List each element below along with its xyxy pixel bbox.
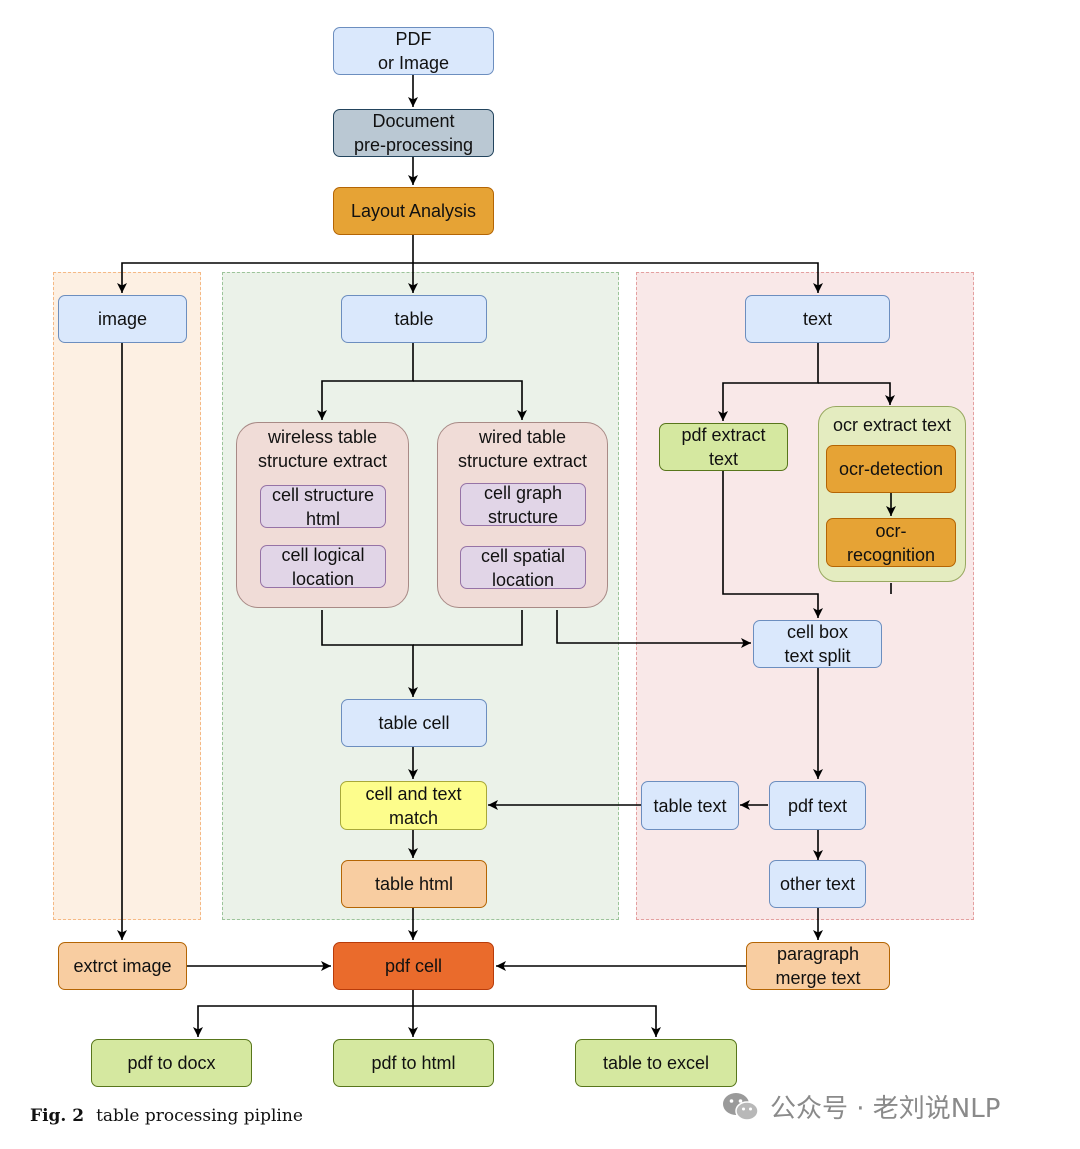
wechat-icon (723, 1092, 759, 1121)
cell-structure-html-node: cell structure html (260, 485, 386, 529)
cell-spatial-location-node: cell spatial location (460, 546, 586, 590)
edge-wired-to-cell-box-split (556, 610, 751, 648)
pdf-text-node: pdf text (769, 781, 866, 830)
wireless-group-title: wireless table structure extract (257, 427, 388, 471)
table-to-excel-node: table to excel (575, 1039, 737, 1087)
pdf-cell-node: pdf cell (333, 942, 494, 990)
edge-wired-to-table-cell (413, 610, 523, 646)
edge-table-to-wireless (317, 343, 414, 420)
paragraph-merge-text-node: paragraph merge text (746, 942, 890, 990)
table-text-node: table text (641, 781, 739, 830)
table-html-node: table html (341, 860, 487, 908)
edge-layout-to-image (117, 262, 413, 293)
wired-group-title: wired table structure extract (457, 427, 588, 471)
other-text-node: other text (769, 860, 866, 908)
image-region (53, 272, 201, 920)
edge-layout-to-text (413, 262, 823, 293)
edge-table-to-wired (413, 380, 527, 420)
pdf-extract-text-node: pdf extract text (659, 423, 788, 471)
extract-image-node: extrct image (58, 942, 187, 990)
table-node: table (341, 295, 487, 343)
pdf-or-image-node: PDF or Image (333, 27, 494, 75)
edge-wireless-to-table-cell (321, 610, 418, 697)
cell-graph-structure-node: cell graph structure (460, 483, 586, 527)
edge-pdf-cell-to-docx (193, 1005, 413, 1037)
document-preprocessing-node: Document pre-processing (333, 109, 494, 157)
cell-logical-location-node: cell logical location (260, 545, 386, 589)
cell-box-text-split-node: cell box text split (753, 620, 882, 668)
watermark-text: 公众号 · 老刘说NLP (770, 1094, 1001, 1124)
figure-label: Fig. 2 (30, 1106, 85, 1126)
image-node: image (58, 295, 187, 343)
text-node: text (745, 295, 890, 343)
cell-and-text-match-node: cell and text match (340, 781, 487, 830)
ocr-recognition-node: ocr- recognition (826, 518, 956, 567)
edge-text-to-ocr (818, 382, 895, 405)
ocr-detection-node: ocr-detection (826, 445, 956, 493)
edge-pdf-cell-to-excel (413, 1005, 661, 1037)
pdf-to-docx-node: pdf to docx (91, 1039, 252, 1087)
table-cell-node: table cell (341, 699, 487, 747)
figure-caption: Fig. 2 table processing pipline (30, 1106, 303, 1126)
edge-text-to-pdf-extract (718, 343, 819, 421)
pdf-to-html-node: pdf to html (333, 1039, 494, 1087)
edge-pdf-extract-to-cell-box-split (722, 471, 823, 618)
layout-analysis-node: Layout Analysis (333, 187, 494, 235)
watermark: 公众号 · 老刘说NLP (722, 1088, 1000, 1125)
ocr-group-title: ocr extract text (832, 415, 952, 435)
figure-caption-text: table processing pipline (96, 1106, 303, 1126)
